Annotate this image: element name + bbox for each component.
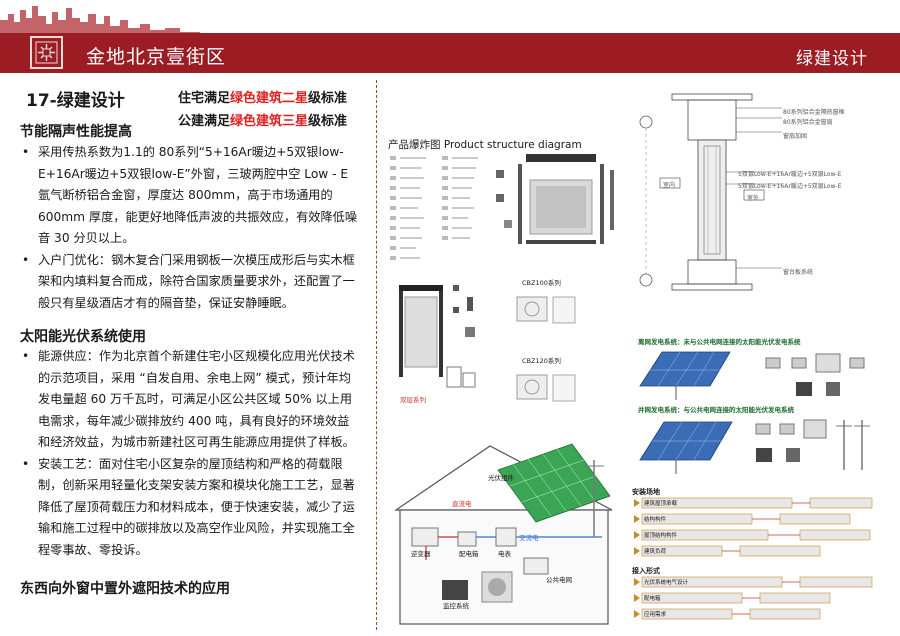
insulation-list: 采用传热系数为1.1的 80系列“5+16Ar暖边+5双银low-E+16Ar暖… [20, 142, 360, 314]
product-diagram-title: 产品爆炸图 Product structure diagram [388, 139, 582, 151]
flow-step: 应用需求 [644, 612, 667, 618]
house-label: 监控系统 [443, 602, 469, 610]
house-label: 直流电 [452, 500, 472, 508]
window-note: 窗台板系统 [783, 269, 814, 276]
product-exploded-diagram [390, 154, 614, 260]
standard-public-highlight: 绿色建筑三星 [230, 114, 309, 129]
list-item: 安装工艺：面对住宅小区复杂的屋顶结构和严格的荷载限制，创新采用轻量化支架安装方案… [20, 454, 360, 562]
flow-step: 建筑屋顶承载 [644, 501, 678, 507]
window-note: 窗扇加固 [783, 133, 808, 140]
flow-step: 配电箱 [644, 596, 661, 602]
flow-step: 屋顶结构构件 [644, 533, 678, 539]
standard-public-pre: 公建满足 [178, 114, 231, 129]
window-note: 室外 [747, 195, 760, 202]
company-logo [30, 36, 63, 69]
flow-step: 结构构件 [644, 517, 667, 523]
column-divider [376, 80, 377, 630]
section-heading-solar: 太阳能光伏系统使用 [20, 329, 146, 345]
flow-chart-access [634, 576, 873, 620]
window-note: 80系列铝合金隔热窗框 [783, 109, 845, 116]
window-note: 80系列铝合金窗扇 [783, 119, 833, 126]
pv-grid-title: 并网发电系统：与公共电网连接的太阳能光伏发电系统 [638, 406, 794, 414]
standard-public-post: 级标准 [308, 114, 348, 129]
pv-offgrid-diagram [639, 351, 865, 400]
flow-chart-site [634, 497, 873, 557]
window-note: 5双银Low-E+16Ar暖边+5双银Low-E [738, 183, 842, 190]
shutter-series-diagram [399, 285, 576, 402]
flow-section-site: 安装场地 [632, 488, 660, 496]
section-heading-insulation: 节能隔声性能提高 [20, 124, 132, 140]
house-label: 配电箱 [459, 550, 479, 558]
double-series-label: 双层系列 [400, 396, 426, 404]
window-note: 5双银Low-E+16Ar暖边+5双银Low-E [738, 171, 842, 178]
window-section-drawing [639, 93, 782, 291]
skyline-decoration [0, 6, 200, 34]
flow-step: 光伏系统电气设计 [644, 580, 689, 586]
house-label: 公共电网 [546, 576, 572, 584]
standard-residential-highlight: 绿色建筑二星 [230, 91, 309, 106]
house-label: 电表 [498, 550, 511, 558]
standard-residential: 住宅满足绿色建筑二星级标准 [178, 87, 347, 106]
list-item: 采用传热系数为1.1的 80系列“5+16Ar暖边+5双银low-E+16Ar暖… [20, 142, 360, 250]
house-label: 交流电 [519, 534, 539, 542]
pv-offgrid-title: 离网发电系统：未与公共电网连接的太阳能光伏发电系统 [638, 338, 801, 346]
house-label: 光伏组件 [488, 474, 514, 482]
series-b-label: CBZ120系列 [522, 357, 561, 365]
standard-public: 公建满足绿色建筑三星级标准 [178, 110, 347, 129]
page-title: 17-绿建设计 [26, 91, 125, 111]
flow-section-access: 接入形式 [632, 567, 660, 575]
section-heading-shading: 东西向外窗中置外遮阳技术的应用 [20, 581, 230, 597]
pv-grid-diagram [639, 419, 870, 474]
standard-residential-post: 级标准 [308, 91, 348, 106]
section-name: 绿建设计 [796, 49, 868, 69]
flow-step: 建筑负荷 [644, 549, 667, 555]
solar-list: 能源供应：作为北京首个新建住宅小区规模化应用光伏技术的示范项目，采用 “自发自用… [20, 346, 360, 561]
series-a-label: CBZ100系列 [522, 279, 561, 287]
house-pv-diagram [394, 443, 613, 625]
brand-name: 金地北京壹街区 [86, 46, 227, 68]
window-note: 室内 [663, 182, 676, 189]
standard-residential-pre: 住宅满足 [178, 91, 231, 106]
list-item: 能源供应：作为北京首个新建住宅小区规模化应用光伏技术的示范项目，采用 “自发自用… [20, 346, 360, 454]
header-bar [0, 33, 900, 73]
house-label: 逆变器 [411, 550, 431, 558]
list-item: 入户门优化：钢木复合门采用钢板一次模压成形后与实木框架和内填料复合而成，除符合国… [20, 250, 360, 315]
